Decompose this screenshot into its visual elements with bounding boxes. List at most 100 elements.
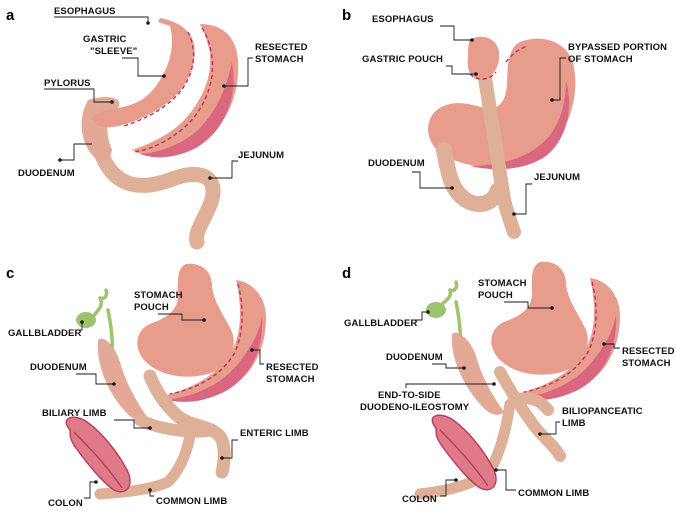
panel-d-label-anastomosis-1: END-TO-SIDE <box>378 390 441 401</box>
panel-b-label-bypassed-2: OF STOMACH <box>568 54 633 65</box>
panel-b-label-jejunum: JEJUNUM <box>534 172 580 183</box>
panel-b-dot-pouch <box>474 72 478 76</box>
panel-c-leader-enteric <box>222 439 238 459</box>
panel-d-label-common: COMMON LIMB <box>518 488 589 499</box>
panel-b-dot-duodenum <box>450 186 454 190</box>
panel-c-letter: c <box>6 265 14 282</box>
panel-c-label-pouch-2: POUCH <box>134 302 169 313</box>
panel-c-dot-enteric <box>220 456 224 460</box>
panel-c-leader-common <box>149 490 154 497</box>
panel-a-leader-pylorus <box>44 88 112 103</box>
panel-a-gastric-sleeve <box>92 18 195 128</box>
panel-b-dot-esophagus <box>470 38 474 42</box>
panel-d-biliopancreatic-limb <box>512 392 554 416</box>
panel-b-leader-bypassed <box>552 57 566 101</box>
panel-b-label-duodenum: DUODENUM <box>368 158 425 169</box>
panel-b-label-esophagus: ESOPHAGUS <box>372 14 434 25</box>
panel-d-letter: d <box>342 265 351 282</box>
panel-a-staple-line <box>123 31 195 127</box>
panel-c-label-common: COMMON LIMB <box>156 496 227 507</box>
panel-d-leader-gallbladder <box>414 311 428 321</box>
panel-b-duodenum-loop <box>436 142 506 213</box>
panel-d-dot-pouch <box>550 306 554 310</box>
panel-d-colon-line <box>439 429 489 487</box>
panel-c-label-enteric: ENTERIC LIMB <box>240 428 309 439</box>
panel-b-pouch-line <box>469 71 497 80</box>
panel-a-dot-jejunum <box>208 176 212 180</box>
panel-a-leader-esophagus <box>54 16 149 22</box>
panel-a-label-pylorus: PYLORUS <box>44 78 91 89</box>
panel-d-label-biliopancreatic-1: BILIOPANCEATIC <box>562 406 643 417</box>
panel-b-bypassed-stomach <box>428 38 576 168</box>
panel-d-leader-biliopancreatic <box>540 421 560 435</box>
panel-c-label-resected-1: RESECTED <box>266 362 319 373</box>
panel-a-greater-curvature <box>140 62 234 158</box>
panel-d-dot-common <box>494 468 498 472</box>
panel-d-dot-colon <box>454 478 458 482</box>
panel-b-leader-jejunum <box>514 183 532 215</box>
panel-a-intestine <box>92 142 221 250</box>
panel-c-label-duodenum: DUODENUM <box>30 362 87 373</box>
panel-a-dot-esophagus <box>146 21 150 25</box>
panel-d-label-resected-1: RESECTED <box>622 346 675 357</box>
panel-c-leader-duodenum <box>76 373 114 385</box>
panel-c-dot-duodenum <box>112 382 116 386</box>
panel-a-resection-line <box>133 27 214 153</box>
panel-a-dot-sleeve <box>162 74 166 78</box>
panel-c-dot-gallbladder <box>80 320 84 324</box>
panel-a-leader-sleeve <box>122 57 164 77</box>
panel-b-label-pouch: GASTRIC POUCH <box>362 54 443 65</box>
panel-c-greater-curvature <box>168 316 263 402</box>
panel-a-leader-jejunum <box>210 160 238 179</box>
panel-d-resection-line <box>523 281 597 393</box>
panel-c-leader-pouch <box>158 313 204 321</box>
panel-b-dot-jejunum <box>512 212 516 216</box>
panel-c-leader-biliary <box>114 419 150 429</box>
panel-c-dot-common <box>148 488 152 492</box>
panel-c-dot-colon <box>94 480 98 484</box>
panel-c-leader-gallbladder <box>76 322 83 331</box>
panel-a-label-sleeve-2: "SLEEVE" <box>90 46 137 57</box>
panel-c-label-resected-2: STOMACH <box>266 374 315 385</box>
panel-a-leader-resected <box>224 57 253 87</box>
panel-d-alimentary-limb <box>494 366 566 462</box>
panel-a-duodenum-shape <box>81 97 120 162</box>
panel-d-dot-biliopancreatic <box>538 432 542 436</box>
panel-a-letter: a <box>6 7 15 24</box>
panel-a-leader-duodenum <box>60 143 92 161</box>
panel-a-dot-pylorus <box>110 100 114 104</box>
panel-c-gallbladder-shape <box>76 312 96 328</box>
panel-d-colon-shape <box>431 414 497 491</box>
panel-a-label-duodenum: DUODENUM <box>18 168 75 179</box>
panel-b-dot-bypassed <box>550 98 554 102</box>
panel-d-label-gallbladder: GALLBLADDER <box>344 318 417 329</box>
panel-b-letter: b <box>342 7 351 24</box>
panel-d-label-resected-2: STOMACH <box>622 358 671 369</box>
panel-c-colon-shape <box>65 416 131 493</box>
panel-c-dot-biliary <box>148 426 152 430</box>
panel-a-label-resected-1: RESECTED <box>255 42 308 53</box>
panel-d: d STOMACH POUCH GALLBLADDER DUODENUM RES… <box>342 261 675 505</box>
panel-d-label-colon: COLON <box>402 494 437 505</box>
panel-d-gallbladder-shape <box>426 302 446 318</box>
panel-b-label-bypassed-1: BYPASSED PORTION <box>568 42 667 53</box>
panel-c-resection-line <box>169 283 243 395</box>
panel-d-duodenum-shape <box>451 332 504 415</box>
panel-d-label-duodenum: DUODENUM <box>386 352 443 363</box>
panel-a-label-esophagus: ESOPHAGUS <box>54 6 116 17</box>
panel-c-leader-resected <box>252 349 264 365</box>
panel-b-gastric-pouch <box>467 36 500 81</box>
panel-d-leader-duodenum <box>432 363 464 369</box>
panel-a-label-resected-2: STOMACH <box>255 54 304 65</box>
panel-d-stomach-pouch <box>491 261 588 375</box>
panel-b-jejunum-limb <box>477 65 521 239</box>
panel-d-leader-resected <box>604 343 620 349</box>
panel-d-greater-curvature <box>522 314 617 400</box>
panel-c: c STOMACH POUCH GALLBLADDER DUODENUM RES… <box>6 263 319 509</box>
panel-c-leader-colon <box>84 481 96 499</box>
panel-d-leader-anastomosis <box>405 383 494 388</box>
panel-d-dot-duodenum <box>462 366 466 370</box>
panel-b-greater-curvature <box>470 80 570 170</box>
panel-b-leader-pouch <box>446 65 476 75</box>
